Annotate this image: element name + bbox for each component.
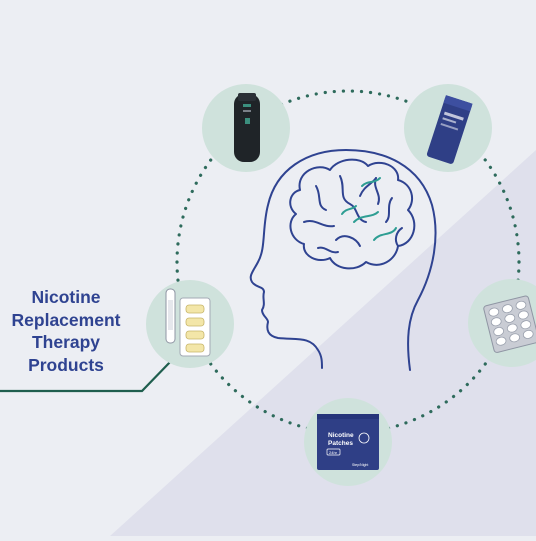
pouch-icon: [426, 95, 473, 164]
brain-head-icon: [249, 149, 437, 371]
lozenge-node: [146, 280, 234, 368]
patch-box-title-1: Nicotine: [328, 432, 354, 439]
blister-pack-icon: [483, 295, 536, 353]
caption-line-4: Products: [28, 354, 104, 375]
caption-line-2: Replacement: [11, 309, 121, 330]
caption-line-1: Nicotine: [31, 287, 101, 307]
nrt-caption: Nicotine Replacement Therapy Products: [0, 286, 132, 376]
inhaler-icon: [234, 93, 260, 162]
patch-box-strength: 24hr: [329, 450, 338, 455]
background-band: [110, 150, 536, 536]
patch-box-icon: Nicotine Patches 24hr Step/Night: [317, 414, 379, 470]
lozenge-kit-icon: [165, 288, 211, 357]
dotted-ring: [175, 89, 521, 435]
patch-box-title-2: Patches: [328, 440, 353, 447]
inhaler-node: [202, 84, 290, 172]
blister-node: [468, 279, 536, 367]
pouch-node: [404, 84, 492, 172]
brain-accent-lines: [341, 177, 397, 241]
caption-line-3: Therapy: [31, 332, 101, 352]
patch-box-footer: Step/Night: [352, 463, 368, 467]
caption-pointer-line: [0, 359, 173, 393]
patch-box-node: Nicotine Patches 24hr Step/Night: [304, 398, 392, 486]
